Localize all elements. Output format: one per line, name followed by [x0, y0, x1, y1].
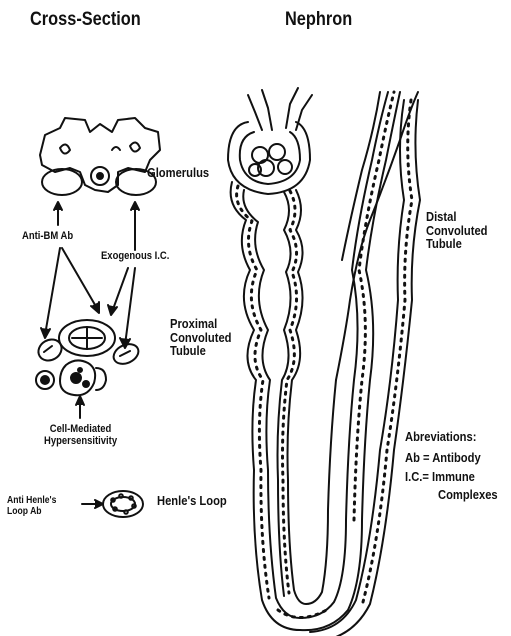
anti-henles-loop-ab-label: Anti Henle's Loop Ab — [7, 496, 56, 517]
abbreviation-ic-continued: Complexes — [438, 488, 498, 502]
proximal-tubule-label: Proximal Convoluted Tubule — [170, 317, 231, 358]
abbreviations-title: Abreviations: — [405, 430, 476, 444]
exogenous-ic-label: Exogenous I.C. — [101, 251, 169, 263]
glomerulus-cross-section — [40, 118, 160, 195]
cell-mediated-label: Cell-Mediated Hypersensitivity — [44, 424, 117, 447]
abbreviation-ab: Ab = Antibody — [405, 451, 481, 465]
cell-cluster — [35, 320, 142, 395]
abbreviation-ic: I.C.= Immune — [405, 470, 475, 484]
henles-loop-label: Henle's Loop — [157, 494, 227, 508]
anti-bm-ab-label: Anti-BM Ab — [22, 231, 73, 243]
henles-loop-cross-section — [103, 491, 143, 517]
cross-section-header: Cross-Section — [30, 10, 141, 30]
nephron-header: Nephron — [285, 10, 352, 30]
distal-tubule-label: Distal Convoluted Tubule — [426, 210, 487, 251]
glomerulus-label: Glomerulus — [147, 166, 209, 180]
